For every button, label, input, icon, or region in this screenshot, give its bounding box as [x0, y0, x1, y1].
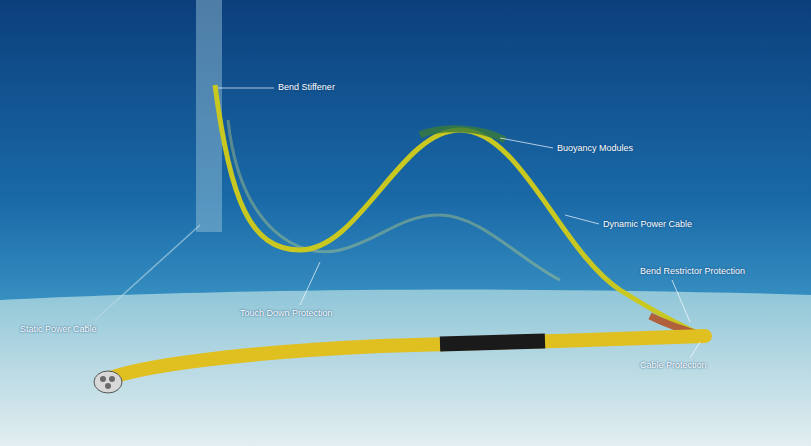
part-label: Touch Down Protection [240, 308, 333, 319]
buoyancy-modules [420, 129, 505, 140]
leader-lines [80, 88, 700, 358]
cable-cross-section [94, 371, 122, 393]
second-cable [228, 120, 560, 280]
part-label: Cable Protection [640, 360, 707, 371]
part-label: Dynamic Power Cable [603, 219, 692, 230]
static-cable [105, 336, 705, 380]
seabed [0, 290, 811, 446]
part-label: Static Power Cable [20, 324, 97, 335]
part-label: Buoyancy Modules [557, 143, 633, 154]
mooring-line [95, 225, 200, 320]
dynamic-cable [215, 85, 705, 336]
cable-joint [440, 341, 545, 344]
part-label: Bend Stiffener [278, 82, 335, 93]
part-label: Bend Restrictor Protection [640, 266, 745, 277]
